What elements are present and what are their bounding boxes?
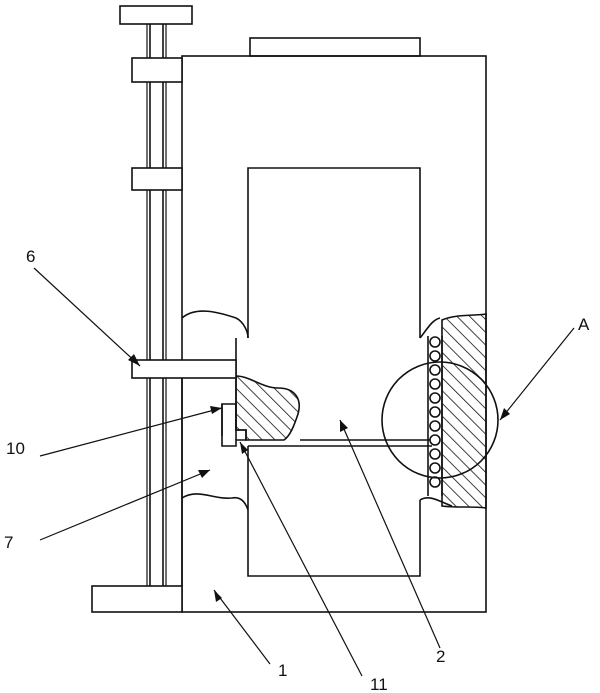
base-plate: [91, 585, 183, 613]
label-1: 1: [278, 661, 287, 680]
top-plate: [249, 37, 421, 57]
label-2: 2: [436, 647, 445, 666]
right-wall-hatched: [441, 313, 487, 509]
detail-circle-a: [381, 361, 499, 479]
bearing-block-middle: [131, 167, 183, 191]
bearing-block-top: [131, 57, 183, 83]
inner-block-upper: [247, 167, 421, 338]
top-knob: [119, 5, 193, 25]
label-11: 11: [370, 675, 388, 693]
break-line-lower-left: [181, 493, 249, 511]
leader-lines: [33, 267, 575, 677]
ball-column: [427, 336, 443, 496]
screw-rod: [146, 24, 167, 586]
break-line-upper-left: [181, 310, 249, 339]
label-a: A: [578, 315, 590, 334]
clamp-part-hatched: [235, 375, 300, 441]
inner-block-lower: [247, 446, 421, 577]
step-part: [221, 403, 247, 447]
nut-arm: [131, 359, 237, 379]
break-line-upper-right: [419, 317, 441, 339]
label-10: 10: [6, 439, 25, 458]
label-7: 7: [4, 533, 13, 552]
label-6: 6: [26, 247, 35, 266]
housing-body: [181, 55, 487, 613]
